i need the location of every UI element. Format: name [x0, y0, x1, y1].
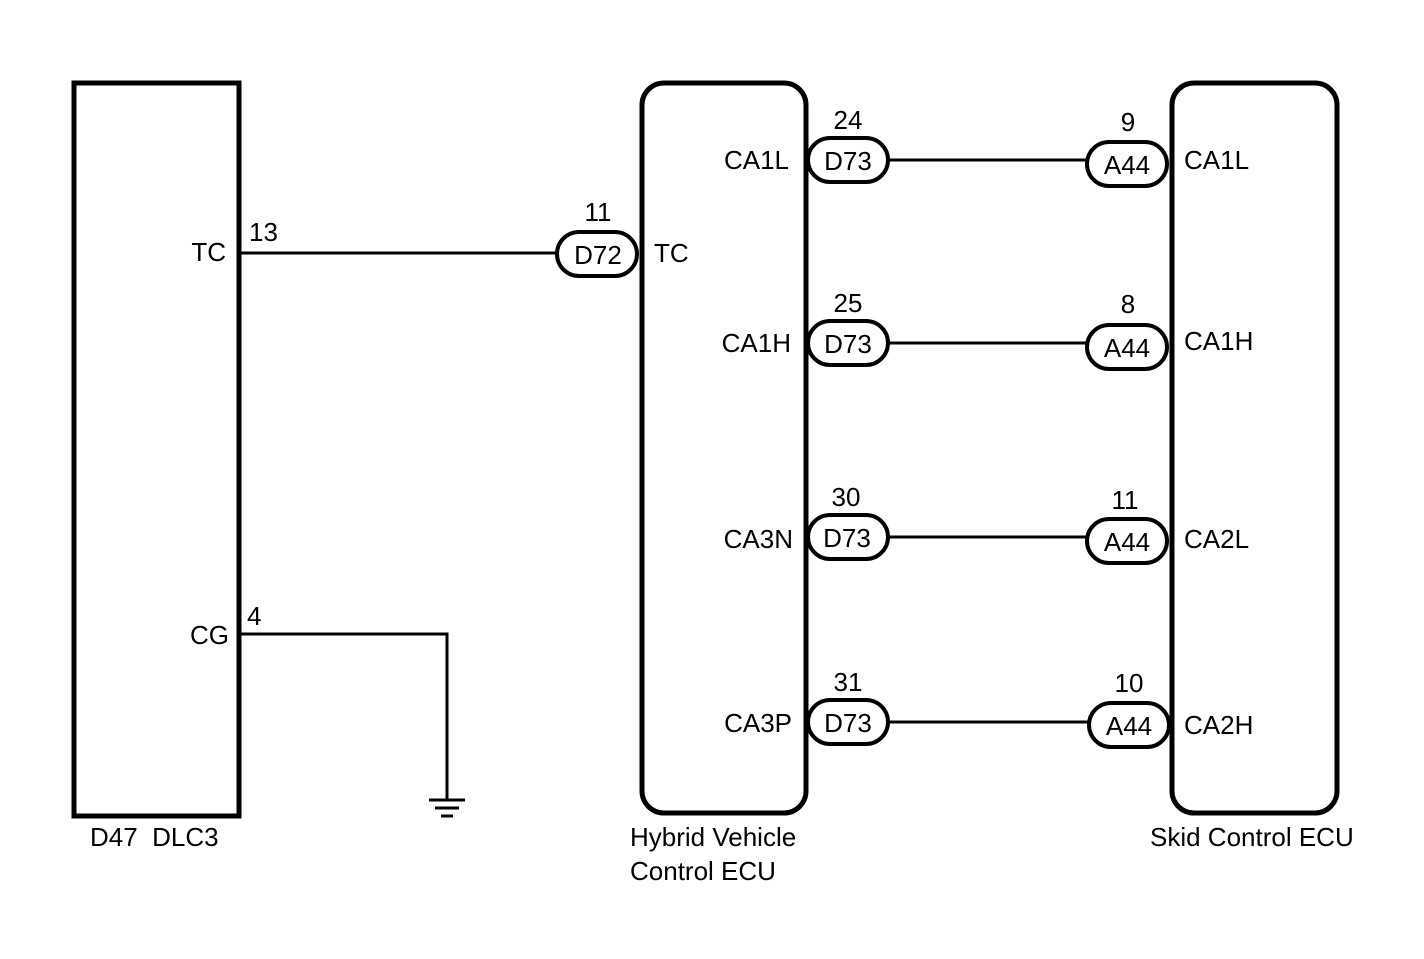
dlc3-tc-label: TC	[191, 237, 226, 267]
connector-a44	[1085, 323, 1169, 371]
hv-ecu-name-line2: Control ECU	[630, 856, 776, 886]
connector-a44-id: A44	[1104, 333, 1150, 363]
skid-pin-label: CA2H	[1184, 710, 1253, 740]
skid-ecu-box	[1169, 80, 1340, 816]
hv-pin-label: CA3P	[724, 708, 792, 738]
connector-d73-id: D73	[824, 329, 872, 359]
hv-pin-label: CA1H	[722, 328, 791, 358]
connector-a44-id: A44	[1106, 711, 1152, 741]
connector-a44-id: A44	[1104, 527, 1150, 557]
connector-d72	[555, 230, 639, 278]
hv-ecu-box	[639, 80, 809, 816]
cg-wire	[239, 632, 449, 800]
dlc3-cg-pin: 4	[247, 601, 261, 631]
can-row: CA1L D73 24 A44 9 CA1L	[724, 105, 1249, 188]
ground-icon	[429, 798, 465, 818]
skid-pin-number: 9	[1121, 107, 1135, 137]
skid-ecu-name: Skid Control ECU	[1150, 822, 1354, 852]
hv-pin-label: CA3N	[724, 524, 793, 554]
hv-pin-label: CA1L	[724, 145, 789, 175]
skid-pin-label: CA1H	[1184, 326, 1253, 356]
dlc3-box	[71, 80, 242, 819]
connector-a44	[1087, 701, 1171, 749]
hv-pin-number: 25	[834, 288, 863, 318]
connector-d73-id: D73	[824, 708, 872, 738]
connector-d73-id: D73	[824, 146, 872, 176]
skid-pin-number: 10	[1115, 668, 1144, 698]
can-row: CA3N D73 30 A44 11 CA2L	[724, 482, 1249, 565]
hv-pin-number: 31	[834, 667, 863, 697]
skid-pin-number: 11	[1112, 485, 1139, 515]
hv-pin-number: 30	[832, 482, 861, 512]
connector-a44	[1085, 517, 1169, 565]
can-row: CA1H D73 25 A44 8 CA1H	[722, 288, 1253, 371]
connector-d73-id: D73	[823, 523, 871, 553]
hv-ecu-name-line1: Hybrid Vehicle	[630, 822, 796, 852]
hv-ecu-tc-label: TC	[654, 238, 689, 268]
skid-pin-label: CA1L	[1184, 145, 1249, 175]
dlc3-tc-pin: 13	[249, 217, 278, 247]
can-row: CA3P D73 31 A44 10 CA2H	[724, 667, 1253, 749]
connector-d72-id: D72	[574, 240, 622, 270]
dlc3-cg-label: CG	[190, 620, 229, 650]
skid-pin-number: 8	[1121, 289, 1135, 319]
dlc3-name: D47 DLC3	[90, 822, 219, 852]
connector-a44-id: A44	[1104, 150, 1150, 180]
hv-pin-number: 24	[834, 105, 863, 135]
connector-a44	[1085, 140, 1169, 188]
connector-d72-pin: 11	[585, 197, 612, 227]
skid-pin-label: CA2L	[1184, 524, 1249, 554]
